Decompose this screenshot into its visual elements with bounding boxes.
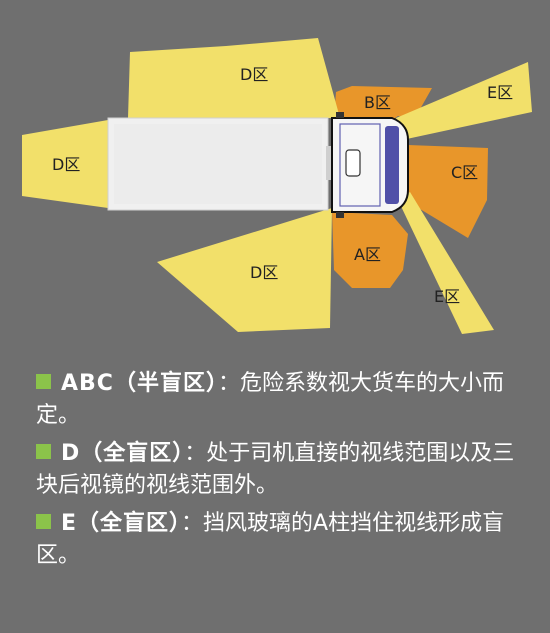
label-d-left: D区 bbox=[52, 155, 80, 174]
legend-separator: ： bbox=[181, 511, 204, 536]
label-e-top: E区 bbox=[487, 83, 513, 102]
legend-item-abc: ABC（半盲区）：危险系数视大货车的大小而定。 bbox=[36, 368, 516, 432]
label-e-bottom: E区 bbox=[434, 287, 460, 306]
legend-term: D（全盲区） bbox=[61, 441, 185, 466]
legend-separator: ： bbox=[217, 371, 240, 396]
truck-hitch bbox=[326, 146, 334, 180]
truck-mirror-bottom bbox=[336, 212, 344, 218]
green-square-bullet-icon bbox=[36, 514, 51, 529]
zone-b bbox=[334, 86, 432, 120]
label-b: B区 bbox=[364, 93, 391, 112]
truck-trailer-inner bbox=[114, 124, 322, 204]
legend-description: 危险系数视大货车的大小而定。 bbox=[36, 371, 504, 428]
legend-description: 处于司机直接的视线范围以及三块后视镜的视线范围外。 bbox=[36, 441, 515, 498]
legend-term: E（全盲区） bbox=[61, 511, 182, 536]
label-a: A区 bbox=[354, 245, 381, 264]
zone-e-bottom bbox=[398, 192, 494, 334]
blind-spot-diagram: D区 D区 D区 B区 C区 A区 E区 E区 bbox=[22, 38, 532, 334]
green-square-bullet-icon bbox=[36, 374, 51, 389]
zone-d-left bbox=[22, 120, 108, 208]
zone-a bbox=[332, 212, 408, 288]
legend-separator: ： bbox=[184, 441, 207, 466]
truck-mirror-top bbox=[336, 112, 344, 118]
truck bbox=[107, 112, 409, 218]
truck-windshield bbox=[385, 126, 399, 204]
legend: ABC（半盲区）：危险系数视大货车的大小而定。 D（全盲区）：处于司机直接的视线… bbox=[36, 368, 516, 578]
legend-description: 挡风玻璃的A柱挡住视线形成盲区。 bbox=[36, 511, 505, 568]
zone-d-top bbox=[128, 38, 340, 118]
zone-e-top bbox=[396, 62, 532, 140]
legend-item-d: D（全盲区）：处于司机直接的视线范围以及三块后视镜的视线范围外。 bbox=[36, 438, 516, 502]
label-d-top: D区 bbox=[240, 65, 268, 84]
label-d-bottom: D区 bbox=[250, 263, 278, 282]
legend-term: ABC（半盲区） bbox=[61, 371, 218, 396]
label-c: C区 bbox=[451, 163, 478, 182]
green-square-bullet-icon bbox=[36, 444, 51, 459]
zone-c bbox=[405, 145, 488, 238]
zone-d-bottom bbox=[157, 208, 332, 332]
legend-item-e: E（全盲区）：挡风玻璃的A柱挡住视线形成盲区。 bbox=[36, 508, 516, 572]
truck-vent bbox=[345, 149, 361, 177]
